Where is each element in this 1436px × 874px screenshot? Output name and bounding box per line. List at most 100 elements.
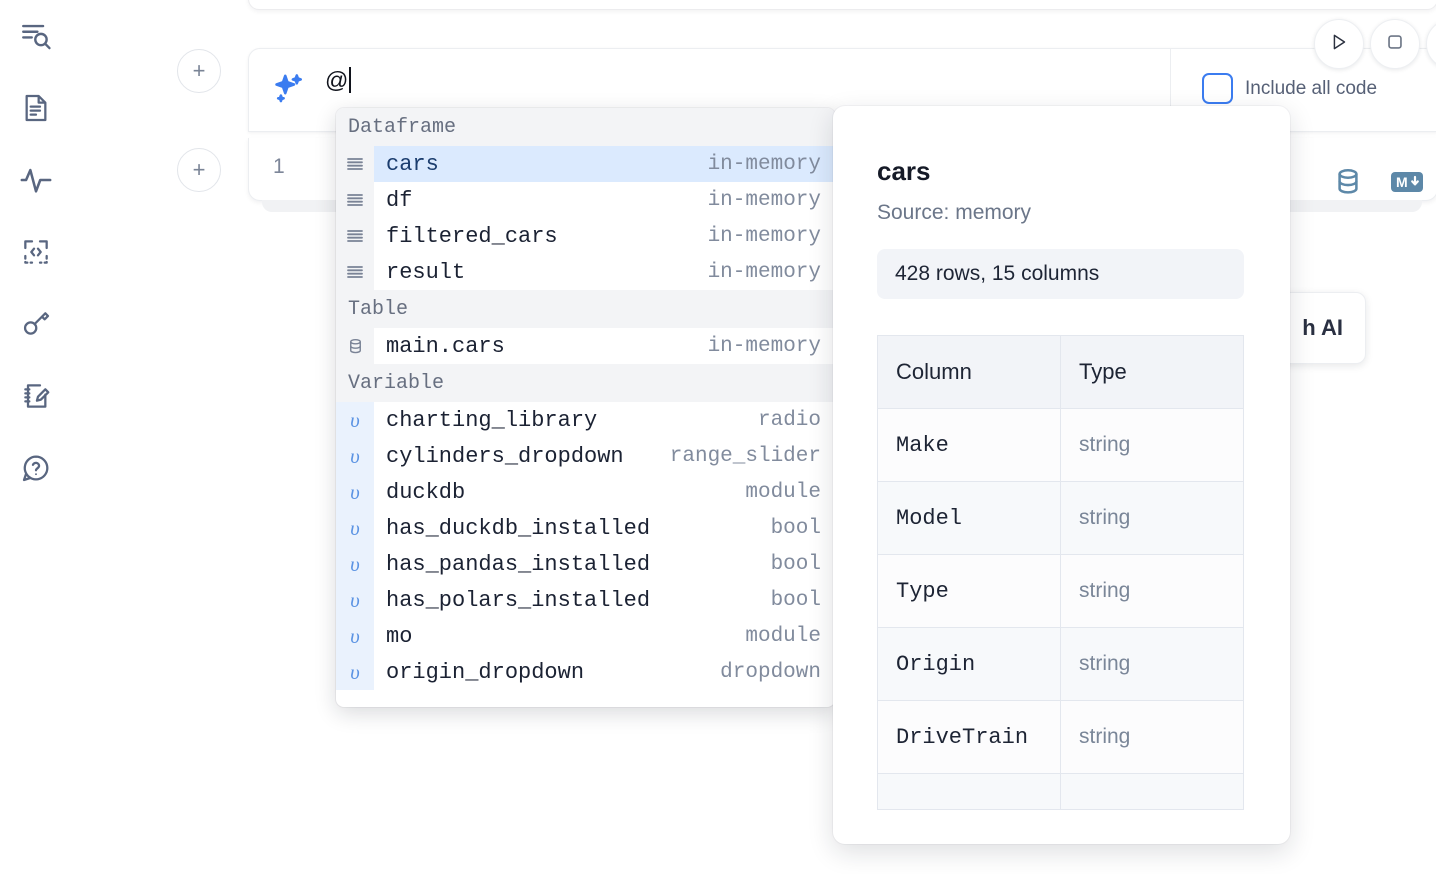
autocomplete-item-name: filtered_cars [386, 223, 558, 249]
detail-stats-badge: 428 rows, 15 columns [877, 249, 1244, 299]
autocomplete-group-header: Variable [336, 364, 835, 402]
help-chat-icon [20, 452, 52, 484]
schema-column-type: string [1060, 408, 1244, 482]
schema-column-type: string [1060, 554, 1244, 628]
ai-prompt-input[interactable]: @ [325, 49, 1436, 95]
autocomplete-item[interactable]: υ has_pandas_installed bool [336, 546, 835, 582]
sparkle-icon [271, 71, 307, 112]
schema-header-type: Type [1060, 335, 1244, 409]
autocomplete-item[interactable]: υ charting_library radio [336, 402, 835, 438]
autocomplete-item-meta: bool [770, 588, 821, 612]
autocomplete-item-name: result [386, 259, 466, 285]
autocomplete-item[interactable]: result in-memory [336, 254, 835, 290]
file-search-icon [19, 19, 53, 53]
schema-header-row: Column Type [877, 335, 1244, 409]
schema-column-name: Type [877, 554, 1061, 628]
schema-column-type: string [1060, 481, 1244, 555]
schema-column-name: DriveTrain [877, 700, 1061, 774]
variable-icon: υ [336, 654, 374, 690]
autocomplete-group-header: Table [336, 290, 835, 328]
autocomplete-item-meta: range_slider [669, 444, 821, 468]
cell-above-outline [248, 0, 1436, 10]
autocomplete-item[interactable]: υ cylinders_dropdown range_slider [336, 438, 835, 474]
schema-header-column: Column [877, 335, 1061, 409]
database-icon[interactable] [1332, 166, 1364, 203]
dataframe-icon [336, 146, 374, 182]
include-all-code-toggle[interactable]: Include all code [1202, 73, 1377, 104]
autocomplete-item[interactable]: υ has_polars_installed bool [336, 582, 835, 618]
play-icon [1328, 31, 1350, 58]
stop-button[interactable] [1370, 19, 1420, 69]
variable-icon: υ [336, 582, 374, 618]
autocomplete-item-name: has_polars_installed [386, 587, 651, 613]
autocomplete-item-name: charting_library [386, 407, 598, 433]
autocomplete-item-name: main.cars [386, 333, 505, 359]
activity-icon [19, 163, 53, 197]
include-all-code-checkbox[interactable] [1202, 73, 1233, 104]
code-cell-actions: M [1332, 166, 1424, 203]
schema-column-name [877, 773, 1061, 810]
stop-icon [1384, 31, 1406, 58]
ai-prompt-value: @ [325, 67, 349, 93]
variable-icon: υ [336, 510, 374, 546]
sidebar-rail [0, 0, 72, 874]
autocomplete-item-name: origin_dropdown [386, 659, 585, 685]
line-number: 1 [273, 155, 285, 178]
autocomplete-item-meta: in-memory [707, 224, 821, 248]
toolbar-divider [1170, 48, 1171, 130]
document-icon [20, 92, 52, 124]
svg-text:M: M [1396, 174, 1408, 190]
autocomplete-item-name: has_pandas_installed [386, 551, 651, 577]
autocomplete-item-name: cars [386, 151, 439, 177]
sidebar-item-notebook[interactable] [14, 86, 58, 130]
autocomplete-item-meta: in-memory [707, 260, 821, 284]
autocomplete-item-meta: bool [770, 552, 821, 576]
variable-icon: υ [336, 546, 374, 582]
autocomplete-item-name: duckdb [386, 479, 466, 505]
autocomplete-item-meta: in-memory [707, 152, 821, 176]
markdown-icon[interactable]: M [1390, 169, 1424, 200]
run-button[interactable] [1314, 19, 1364, 69]
sidebar-item-variables[interactable] [14, 158, 58, 202]
autocomplete-group-header: Dataframe [336, 108, 835, 146]
schema-column-name: Origin [877, 627, 1061, 701]
add-cell-button-bottom[interactable]: + [177, 148, 221, 192]
variable-icon: υ [336, 438, 374, 474]
sidebar-item-scratchpad[interactable] [14, 374, 58, 418]
autocomplete-item-name: cylinders_dropdown [386, 443, 624, 469]
dataframe-icon [336, 218, 374, 254]
sidebar-item-snippets[interactable] [14, 230, 58, 274]
autocomplete-item[interactable]: cars in-memory [336, 146, 835, 182]
plus-icon: + [192, 157, 206, 182]
autocomplete-item[interactable]: filtered_cars in-memory [336, 218, 835, 254]
sidebar-item-help[interactable] [14, 446, 58, 490]
include-all-code-label: Include all code [1245, 77, 1378, 99]
variable-icon: υ [336, 402, 374, 438]
add-cell-button-top[interactable]: + [177, 49, 221, 93]
sidebar-item-explore[interactable] [14, 14, 58, 58]
table-icon [336, 328, 374, 364]
detail-source: Source: memory [877, 201, 1032, 224]
autocomplete-item-meta: radio [757, 408, 821, 432]
sidebar-item-secrets[interactable] [14, 302, 58, 346]
schema-column-name: Model [877, 481, 1061, 555]
autocomplete-item-name: df [386, 187, 413, 213]
dataframe-icon [336, 254, 374, 290]
autocomplete-item-name: mo [386, 623, 413, 649]
key-icon [20, 308, 52, 340]
autocomplete-item-meta: bool [770, 516, 821, 540]
variable-icon: υ [336, 618, 374, 654]
